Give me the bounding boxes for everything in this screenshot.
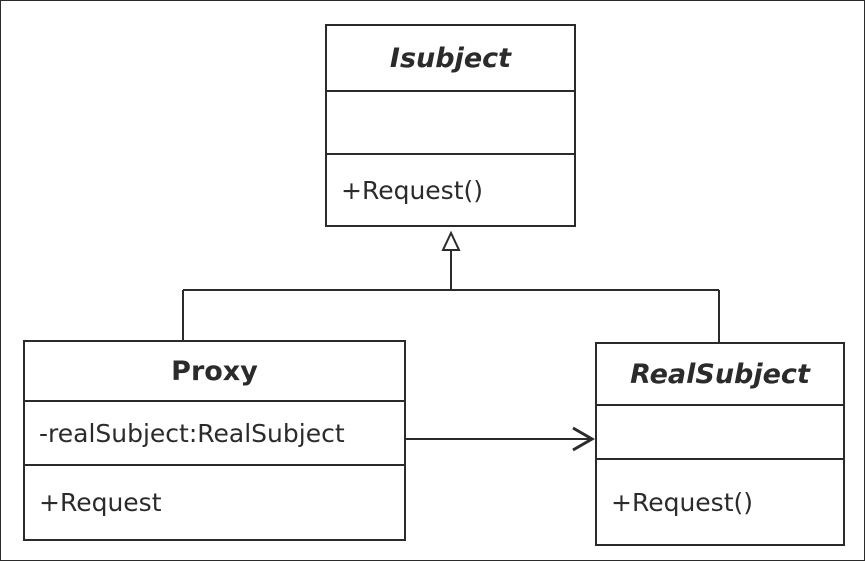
class-attributes: -realSubject:RealSubject	[25, 400, 404, 464]
class-name: RealSubject	[630, 358, 810, 390]
class-operations: +Request()	[597, 458, 843, 544]
class-operations: +Request	[25, 464, 404, 539]
class-attributes	[327, 90, 574, 153]
realization-arrowhead	[441, 230, 461, 251]
class-isubject[interactable]: Isubject +Request()	[325, 24, 576, 227]
class-name: Isubject	[389, 42, 512, 74]
association-arrowhead	[572, 426, 595, 452]
class-operations: +Request()	[327, 153, 574, 225]
class-attributes	[597, 404, 843, 458]
class-proxy[interactable]: Proxy -realSubject:RealSubject +Request	[23, 340, 406, 541]
class-realsubject[interactable]: RealSubject +Request()	[595, 342, 845, 546]
class-name: Proxy	[171, 355, 258, 387]
